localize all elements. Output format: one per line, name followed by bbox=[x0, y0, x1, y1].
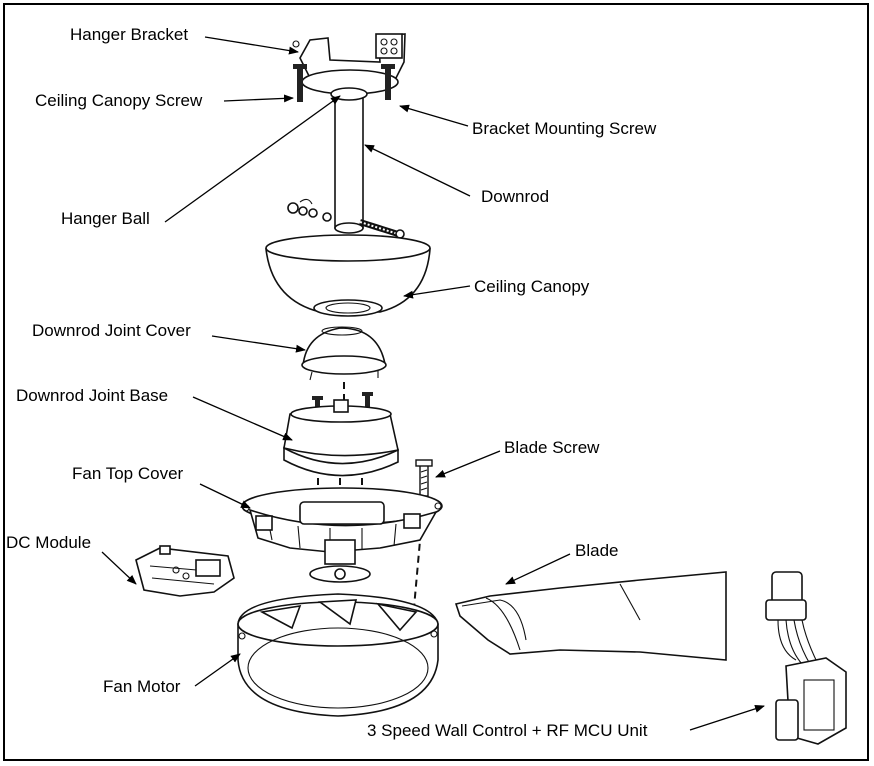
joint-base-screws bbox=[312, 392, 373, 414]
label-bracket-mounting-screw: Bracket Mounting Screw bbox=[472, 119, 657, 138]
label-ceiling-canopy-screw: Ceiling Canopy Screw bbox=[35, 91, 203, 110]
fan-motor-drawing bbox=[237, 593, 439, 717]
ceiling-canopy-screw-drawing bbox=[293, 64, 395, 102]
wall-control-drawing bbox=[765, 571, 847, 745]
label-ceiling-canopy: Ceiling Canopy bbox=[474, 277, 590, 296]
blade-drawing bbox=[454, 571, 727, 661]
label-downrod: Downrod bbox=[481, 187, 550, 206]
label-dc-module: DC Module bbox=[6, 533, 92, 552]
leader-lines bbox=[101, 36, 765, 731]
blade-screw-drawing bbox=[415, 459, 433, 497]
downrod-joint-cover-drawing bbox=[301, 326, 387, 381]
label-blade: Blade bbox=[575, 541, 619, 560]
downrod-joint-base-drawing bbox=[283, 399, 399, 477]
diagram-frame bbox=[3, 3, 869, 761]
label-fan-motor: Fan Motor bbox=[103, 677, 181, 696]
label-blade-screw: Blade Screw bbox=[504, 438, 600, 457]
motor-shaft-drawing bbox=[309, 539, 371, 583]
label-downrod-joint-base: Downrod Joint Base bbox=[16, 386, 169, 405]
dc-module-drawing bbox=[135, 545, 235, 597]
downrod-drawing bbox=[330, 87, 368, 234]
label-hanger-bracket: Hanger Bracket bbox=[70, 25, 189, 44]
label-downrod-joint-cover: Downrod Joint Cover bbox=[32, 321, 191, 340]
fan-top-cover-drawing bbox=[241, 487, 443, 553]
ceiling-canopy-drawing bbox=[265, 234, 431, 317]
label-wall-control: 3 Speed Wall Control + RF MCU Unit bbox=[367, 721, 648, 740]
label-fan-top-cover: Fan Top Cover bbox=[72, 464, 184, 483]
label-hanger-ball: Hanger Ball bbox=[61, 209, 150, 228]
